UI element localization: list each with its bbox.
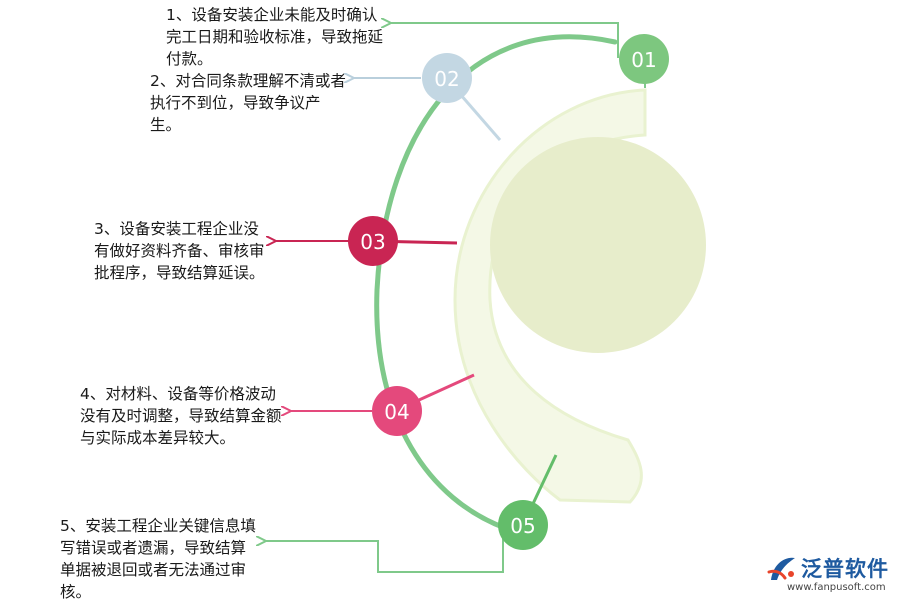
node-05-circle (498, 500, 548, 550)
fanpu-logo: 泛普软件 www.fanpusoft.com (767, 552, 897, 596)
arrow-01 (390, 23, 619, 58)
item-02-text: 2、对合同条款理解不清或者执行不到位，导致争议产生。 (150, 72, 346, 134)
item-04-text: 4、对材料、设备等价格波动没有及时调整，导致结算金额与实际成本差异较大。 (80, 385, 282, 447)
node-03-number: 03 (360, 230, 385, 254)
node-03-circle (348, 216, 398, 266)
outer-arc (374, 34, 618, 531)
node-02-circle (422, 53, 472, 103)
item-05-text: 5、安装工程企业关键信息填写错误或者遗漏，导致结算单据被退回或者无法通过审核。 (60, 517, 256, 601)
arrow-05 (265, 526, 504, 573)
node-01-circle (619, 34, 669, 84)
node-04-circle (372, 386, 422, 436)
logo-name: 泛普软件 (801, 557, 889, 581)
item-03-text: 3、设备安装工程企业没有做好资料齐备、审核审批程序，导致结算延误。 (94, 220, 265, 282)
node-02: 02 (422, 53, 472, 103)
center-circle (490, 137, 706, 353)
node-01: 01 (619, 34, 669, 84)
node-04: 04 (372, 386, 422, 436)
node-03: 03 (348, 216, 398, 266)
node-04-number: 04 (384, 400, 409, 424)
node-02-number: 02 (434, 67, 459, 91)
node-05-number: 05 (510, 514, 535, 538)
logo-url: www.fanpusoft.com (787, 582, 886, 593)
item-01-text: 1、设备安装企业未能及时确认完工日期和验收标准，导致拖延付款。 (166, 6, 384, 68)
node-01-number: 01 (631, 48, 656, 72)
fanpu-logo-icon (767, 557, 795, 580)
node-05: 05 (498, 500, 548, 550)
